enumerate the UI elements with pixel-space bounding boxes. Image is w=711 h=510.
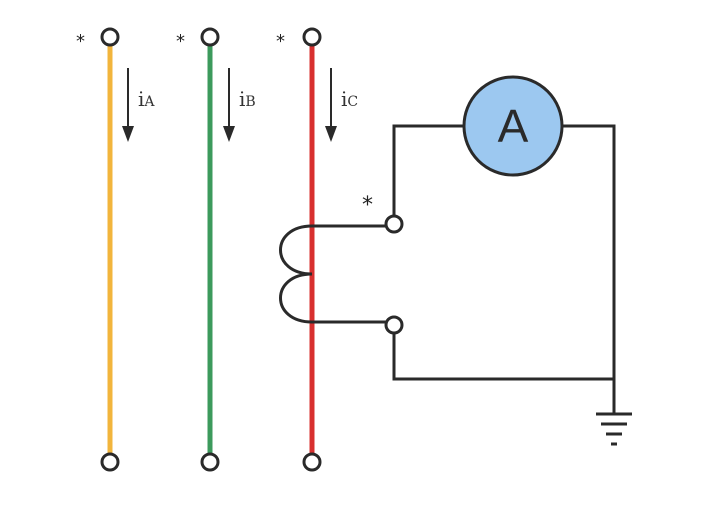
phase-c-polarity-mark: * (276, 31, 285, 52)
phase-a: * iA (76, 27, 155, 472)
phase-a-arrowhead (122, 126, 134, 142)
phase-c-bottom-terminal (302, 452, 322, 472)
phase-a-bottom-terminal (100, 452, 120, 472)
phase-b-top-terminal (200, 27, 220, 47)
phase-c-top-terminal (302, 27, 322, 47)
phase-b: * iB (176, 27, 256, 472)
phase-b-polarity-mark: * (176, 31, 185, 52)
ground-icon (596, 412, 632, 446)
phase-a-top-terminal (100, 27, 120, 47)
phase-b-arrowhead (223, 126, 235, 142)
phase-c: * iC (276, 27, 358, 472)
phase-c-arrowhead (325, 126, 337, 142)
ammeter-body (462, 75, 564, 177)
ct-polarity-mark: * (362, 193, 373, 218)
phase-b-bottom-terminal (200, 452, 220, 472)
ct-s2-terminal (384, 315, 404, 335)
phase-b-current-label: iB (239, 87, 256, 111)
wire-s2-to-ground (392, 333, 614, 381)
secondary-circuit (392, 124, 616, 414)
ammeter: A (462, 75, 564, 177)
current-transformer: * (279, 193, 404, 335)
wire-ammeter-to-ground (563, 124, 616, 414)
wire-s1-to-ammeter (392, 124, 463, 216)
ammeter-symbol: A (498, 100, 529, 152)
phase-c-current-label: iC (341, 87, 358, 111)
phase-a-current-label: iA (138, 87, 155, 111)
phase-a-polarity-mark: * (76, 31, 85, 52)
ct-winding-coil (279, 224, 313, 324)
ct-s1-terminal (384, 214, 404, 234)
